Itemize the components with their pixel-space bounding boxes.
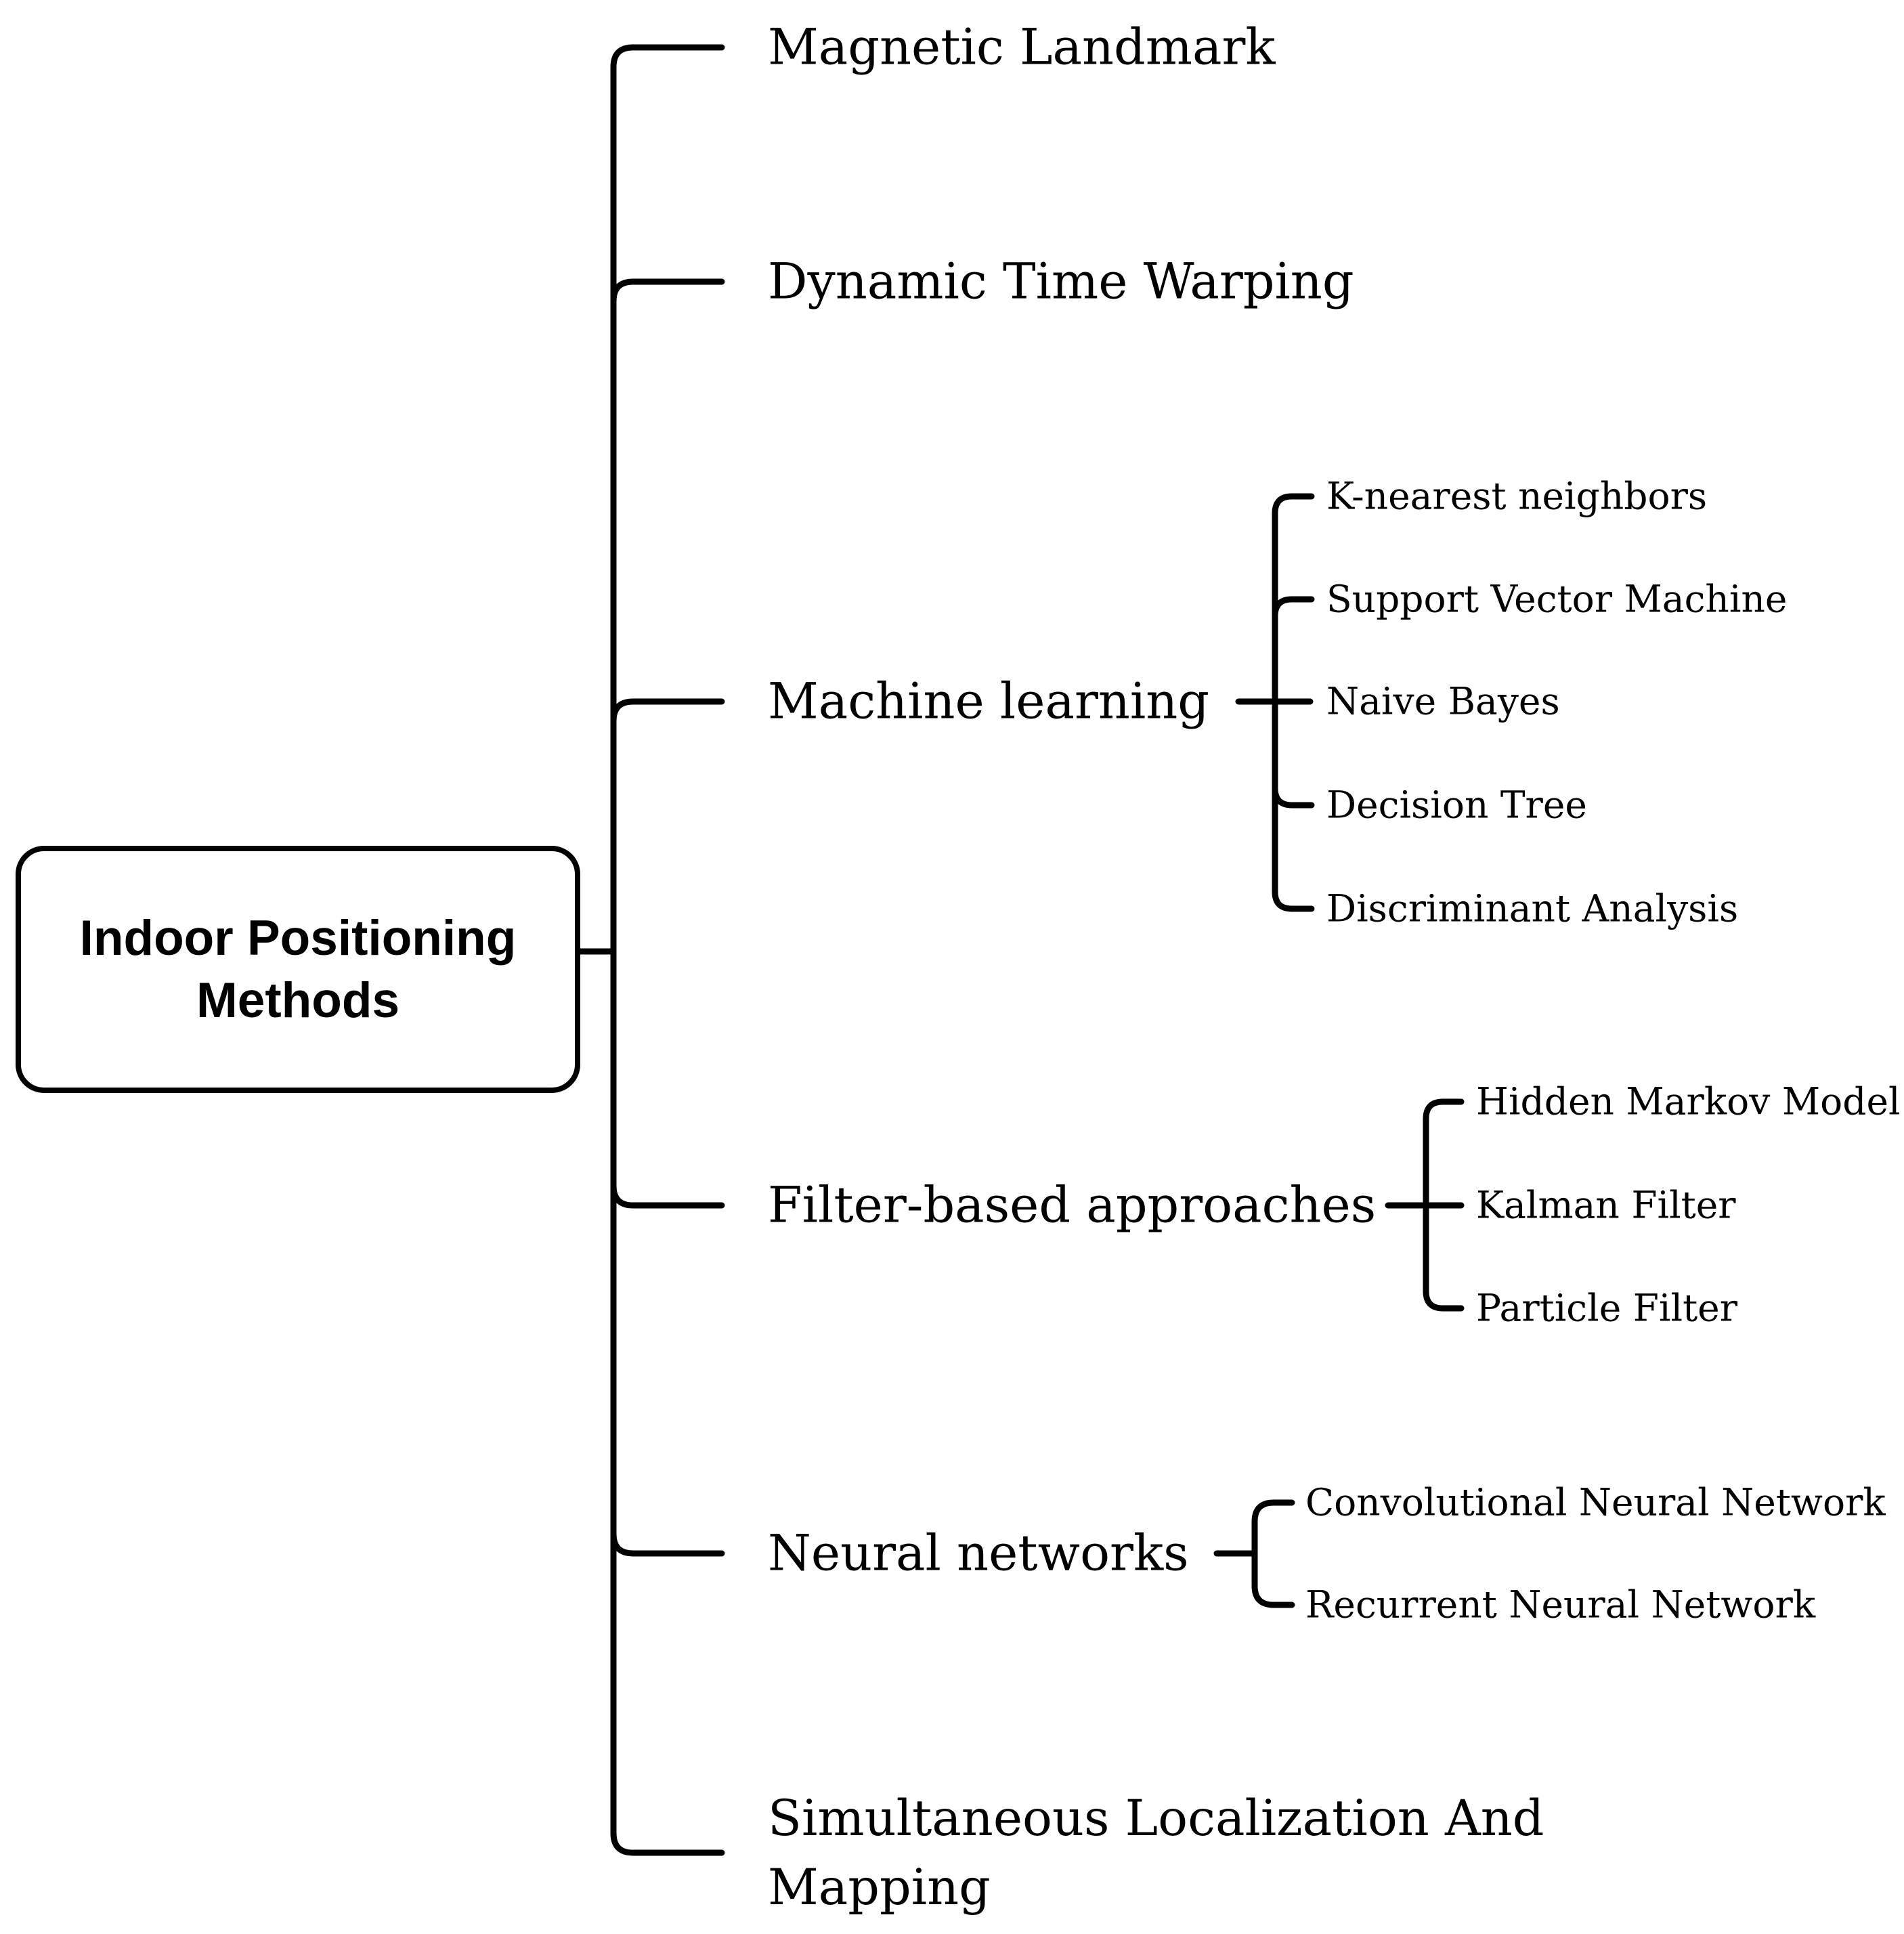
branch-magnetic-landmark: Magnetic Landmark — [768, 18, 1276, 77]
nn-sub-bracket — [1251, 1499, 1295, 1608]
ml-sub-bracket — [1272, 493, 1315, 912]
leaf-discriminant-analysis: Discriminant Analysis — [1326, 886, 1739, 930]
filter-sub-bracket — [1423, 1098, 1465, 1312]
leaf-kalman-filter: Kalman Filter — [1476, 1183, 1736, 1227]
branch-tick-filter-based — [610, 1182, 725, 1209]
root-title-line2: Methods — [196, 972, 400, 1028]
leaf-convolutional-neural-network: Convolutional Neural Network — [1305, 1480, 1886, 1524]
branch-neural-networks: Neural networks — [768, 1524, 1189, 1583]
ml-tick-svm — [1272, 596, 1315, 620]
branch-tick-machine-learning — [610, 698, 725, 725]
leaf-naive-bayes: Naive Bayes — [1326, 679, 1560, 723]
main-bracket — [610, 44, 725, 1856]
root-title-line1: Indoor Positioning — [79, 910, 517, 966]
leaf-particle-filter: Particle Filter — [1476, 1286, 1738, 1330]
branch-dynamic-time-warping: Dynamic Time Warping — [768, 253, 1354, 311]
leaf-hidden-markov-model: Hidden Markov Model — [1476, 1079, 1901, 1123]
leaf-support-vector-machine: Support Vector Machine — [1326, 577, 1788, 621]
branch-tick-dynamic-time-warping — [610, 278, 725, 305]
ml-tick-decision-tree — [1272, 785, 1315, 809]
branch-slam: Simultaneous Localization And Mapping — [768, 1784, 1544, 1922]
root-node: Indoor Positioning Methods — [16, 846, 580, 1093]
branch-slam-line2: Mapping — [768, 1859, 991, 1916]
leaf-k-nearest-neighbors: K-nearest neighbors — [1326, 474, 1708, 518]
leaf-recurrent-neural-network: Recurrent Neural Network — [1305, 1583, 1816, 1627]
branch-tick-neural-networks — [610, 1530, 725, 1557]
leaf-decision-tree: Decision Tree — [1326, 783, 1587, 827]
branch-filter-based-approaches: Filter-based approaches — [768, 1176, 1377, 1234]
branch-slam-line1: Simultaneous Localization And — [768, 1790, 1544, 1847]
branch-machine-learning: Machine learning — [768, 672, 1210, 731]
